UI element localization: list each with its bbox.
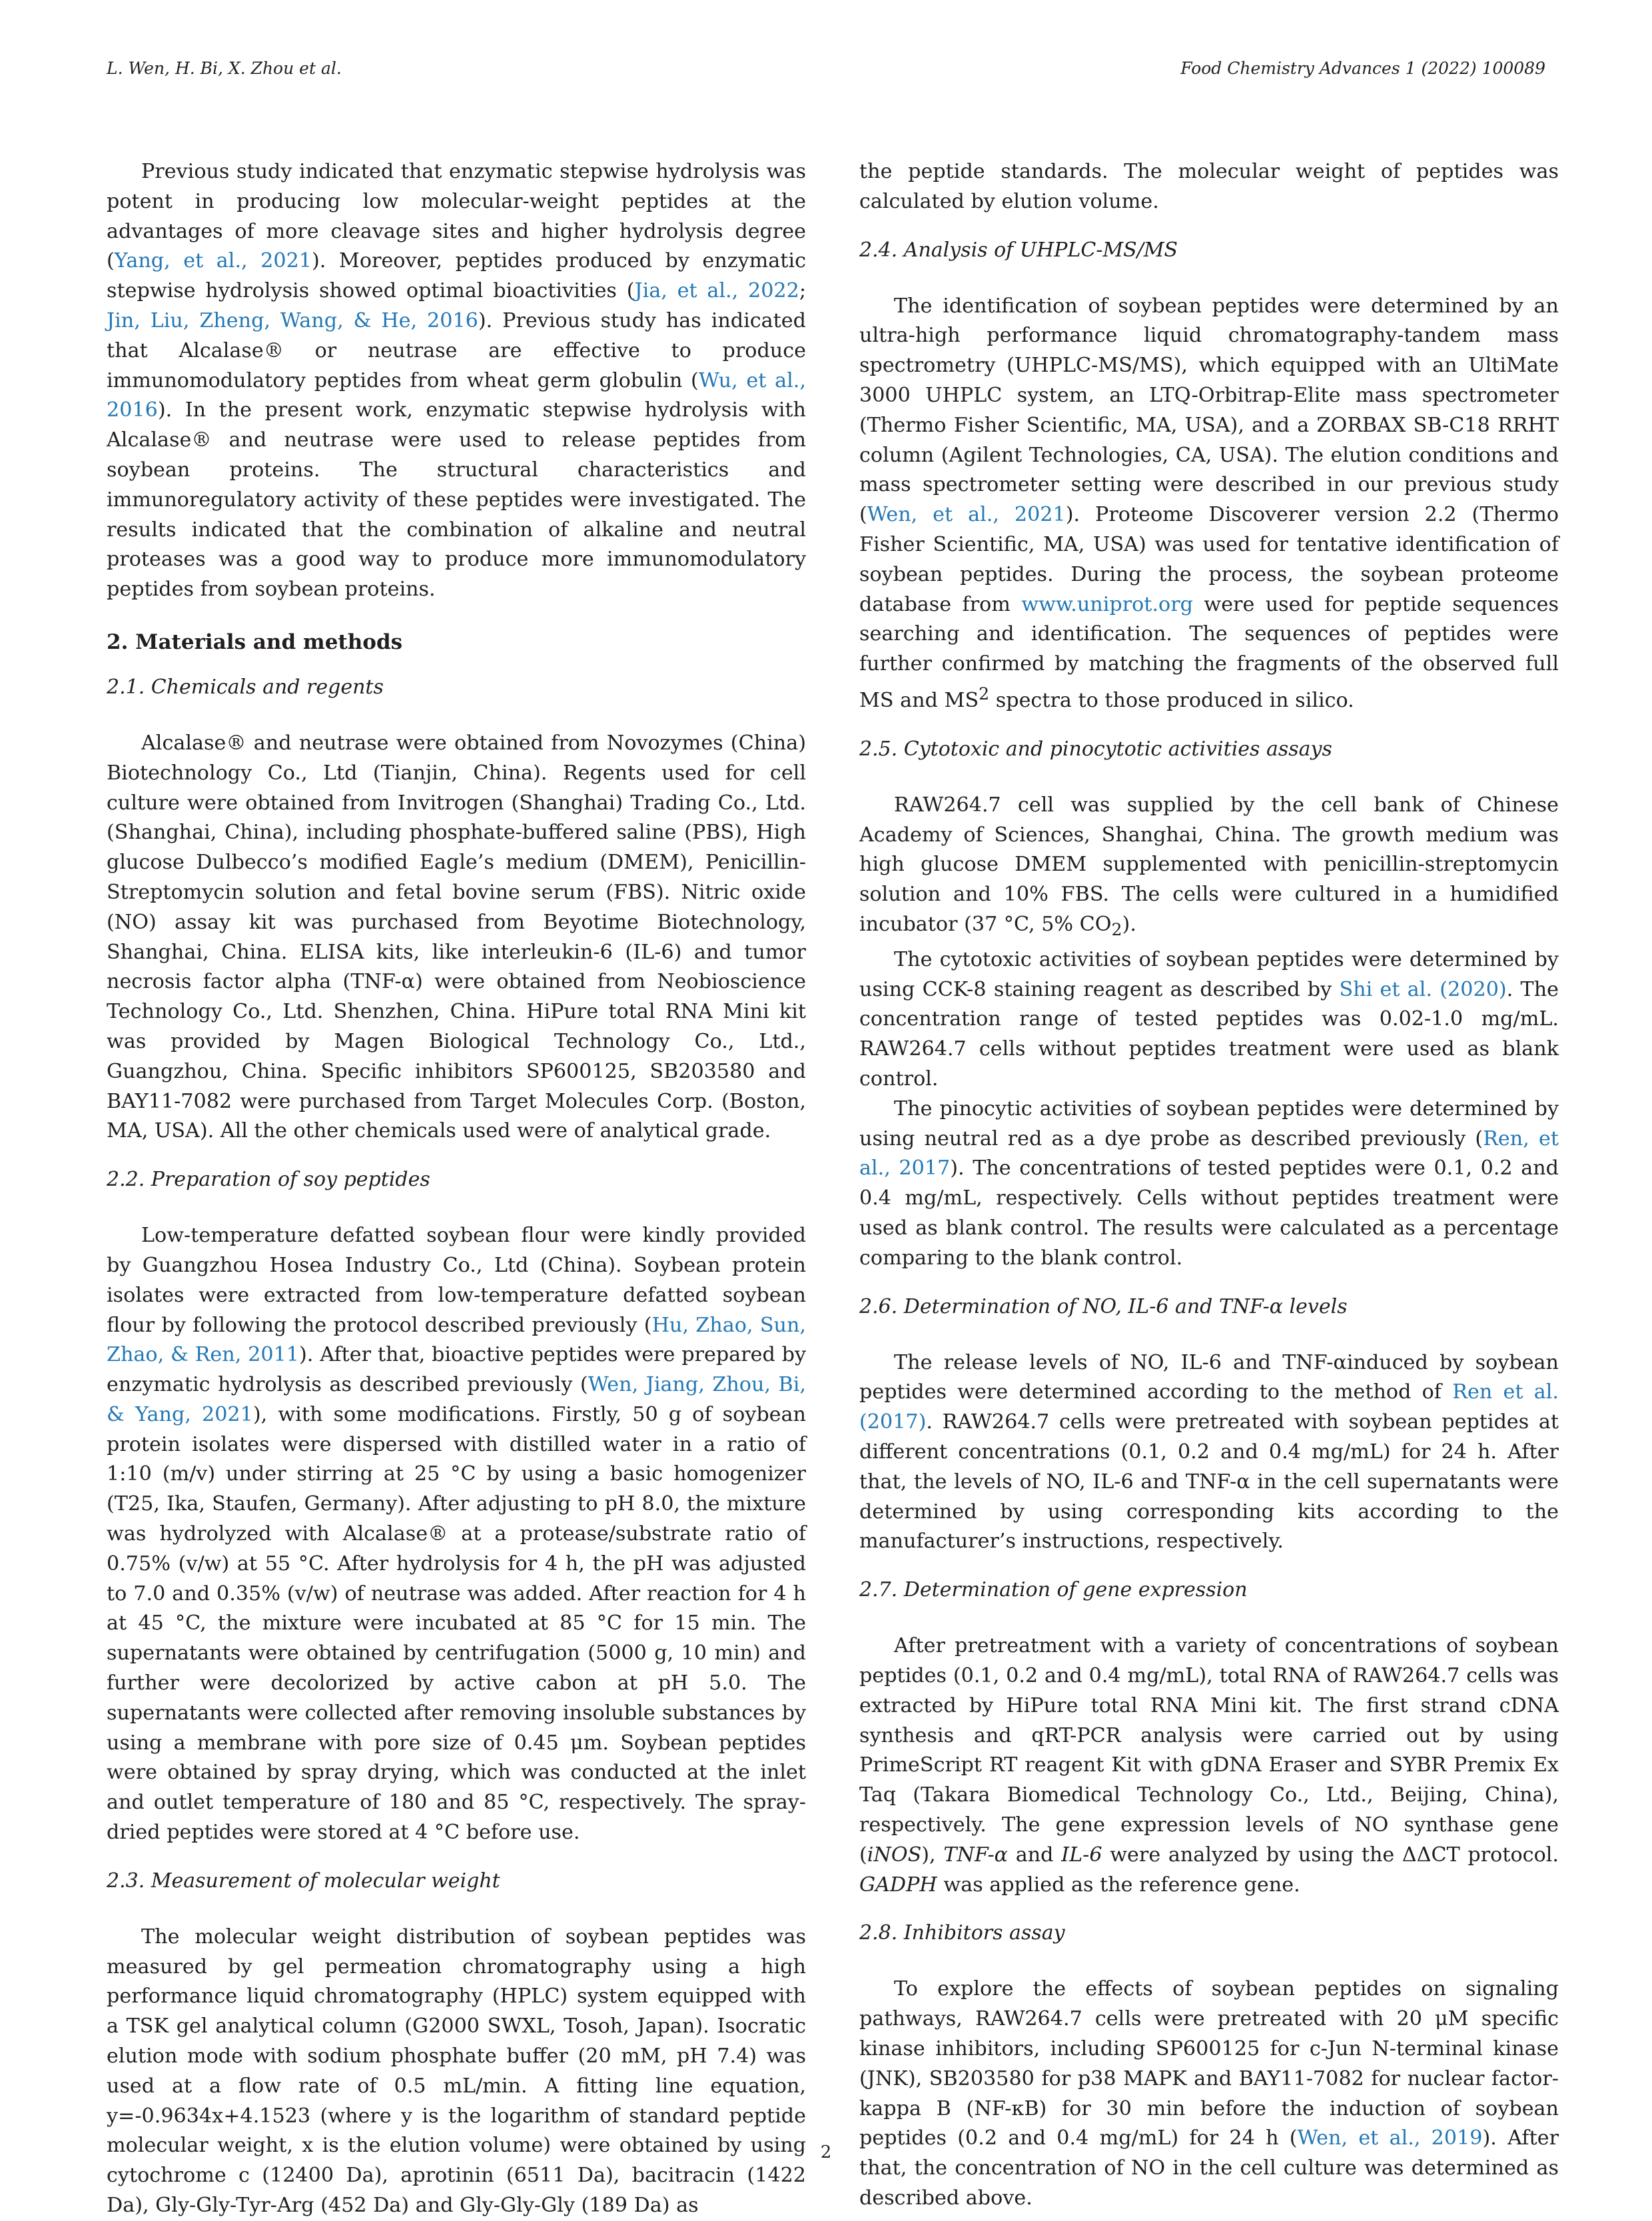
citation-link[interactable]: Jia, et al., 2022 xyxy=(634,279,799,303)
paragraph: To explore the effects of soybean peptid… xyxy=(859,1977,1559,2210)
paragraph: Alcalase® and neutrase were obtained fro… xyxy=(107,731,806,1143)
url-link[interactable]: www.uniprot.org xyxy=(1021,592,1193,616)
paragraph: The cytotoxic activities of soybean pept… xyxy=(859,947,1559,1091)
page-number: 2 xyxy=(820,2142,832,2162)
subsection-heading: 2.6. Determination of NO, IL-6 and TNF-α… xyxy=(859,1294,1348,1318)
subsection-heading: 2.4. Analysis of UHPLC-MS/MS xyxy=(859,238,1178,262)
right-column: the peptide standards. The molecular wei… xyxy=(859,157,1559,2214)
citation-link[interactable]: Yang, et al., 2021 xyxy=(114,249,312,273)
paragraph: Low-temperature defatted soybean flour w… xyxy=(107,1224,806,1845)
paragraph: The pinocytic activities of soybean pept… xyxy=(859,1097,1559,1270)
subsection-heading: 2.2. Preparation of soy peptides xyxy=(107,1168,430,1192)
left-column: Previous study indicated that enzymatic … xyxy=(107,157,806,2221)
paragraph: The identification of soybean peptides w… xyxy=(859,294,1559,713)
citation-link[interactable]: Ren et al. (2017) xyxy=(859,1380,1559,1434)
subsection-heading: 2.8. Inhibitors assay xyxy=(859,1921,1065,1945)
citation-link[interactable]: Shi et al. (2020) xyxy=(1339,977,1507,1001)
subsection-heading: 2.1. Chemicals and regents xyxy=(107,675,384,699)
section-heading: 2. Materials and methods xyxy=(107,630,403,654)
running-header-authors: L. Wen, H. Bi, X. Zhou et al. xyxy=(107,59,342,78)
paragraph: RAW264.7 cell was supplied by the cell b… xyxy=(859,793,1559,940)
citation-link[interactable]: Hu, Zhao, Sun, Zhao, & Ren, 2011 xyxy=(107,1313,806,1367)
running-header-journal: Food Chemistry Advances 1 (2022) 100089 xyxy=(1180,59,1545,78)
citation-link[interactable]: Jin, Liu, Zheng, Wang, & He, 2016 xyxy=(107,308,478,332)
paragraph: the peptide standards. The molecular wei… xyxy=(859,160,1559,213)
citation-link[interactable]: Wen, et al., 2021 xyxy=(867,503,1066,527)
subsection-heading: 2.7. Determination of gene expression xyxy=(859,1578,1248,1602)
citation-link[interactable]: Ren, et al., 2017 xyxy=(859,1126,1559,1180)
paragraph: The release levels of NO, IL-6 and TNF-α… xyxy=(859,1350,1559,1554)
subsection-heading: 2.5. Cytotoxic and pinocytotic activitie… xyxy=(859,737,1332,761)
paragraph: After pretreatment with a variety of con… xyxy=(859,1634,1559,1897)
citation-link[interactable]: Wu, et al., 2016 xyxy=(107,368,806,422)
citation-link[interactable]: Wen, Jiang, Zhou, Bi, & Yang, 2021 xyxy=(107,1373,806,1426)
intro-paragraph: Previous study indicated that enzymatic … xyxy=(107,160,807,602)
paragraph: The molecular weight distribution of soy… xyxy=(107,1925,806,2218)
subsection-heading: 2.3. Measurement of molecular weight xyxy=(107,1869,500,1893)
citation-link[interactable]: Wen, et al., 2019 xyxy=(1297,2126,1483,2150)
